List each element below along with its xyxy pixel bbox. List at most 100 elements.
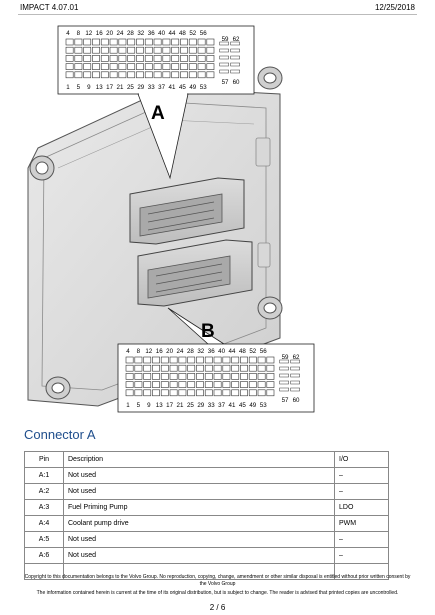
pin-cell	[188, 63, 197, 70]
pin-number-label: 37	[158, 84, 165, 91]
pin-cell	[178, 356, 187, 364]
cell-io: PWM	[334, 515, 389, 532]
pin-cell-small	[279, 359, 289, 364]
pin-number-label: 40	[158, 30, 165, 37]
pin-number-label: 9	[147, 402, 151, 409]
pin-cell	[197, 55, 206, 62]
pin-cell	[266, 356, 275, 364]
pin-cell	[204, 389, 213, 397]
cell-io: LDO	[334, 499, 389, 516]
pin-cell	[125, 356, 134, 364]
pin-cell	[65, 46, 74, 54]
cell-pin: A:1	[24, 467, 64, 484]
pin-cell	[213, 381, 222, 388]
pin-cell	[178, 373, 187, 380]
pin-cell	[196, 364, 204, 372]
pin-cell	[152, 389, 160, 397]
pin-cell	[187, 373, 196, 380]
pin-number-label: 52	[189, 30, 196, 37]
pin-cell	[162, 71, 171, 79]
distribution-notice: The information contained herein is curr…	[36, 590, 399, 596]
pin-cell	[248, 364, 257, 372]
pin-cell	[92, 55, 100, 62]
pin-cell-small	[279, 387, 289, 392]
pin-cell	[153, 63, 162, 70]
pin-number-label: 36	[208, 348, 215, 355]
pin-cell	[266, 381, 275, 388]
pin-cell	[240, 356, 248, 364]
pin-cell	[213, 389, 222, 397]
pin-cell	[109, 38, 118, 46]
pin-cell	[136, 55, 144, 62]
pin-cell	[100, 55, 109, 62]
pin-number-label: 24	[177, 348, 184, 355]
pin-cell	[188, 71, 197, 79]
pin-number-label: 59	[282, 354, 289, 361]
pin-number-label: 41	[169, 84, 176, 91]
pin-number-label: 13	[96, 84, 103, 91]
pin-cell	[169, 389, 178, 397]
pin-number-label: 45	[239, 402, 246, 409]
pin-cell	[160, 373, 169, 380]
pin-cell	[134, 389, 143, 397]
pin-cell	[222, 356, 231, 364]
pin-cell	[162, 46, 171, 54]
pin-number-label: 21	[117, 84, 124, 91]
pin-number-label: 29	[137, 84, 144, 91]
copyright-line-2: the Volvo Group	[199, 581, 236, 587]
pin-cell	[171, 38, 180, 46]
pin-cell	[134, 373, 143, 380]
pin-number-label: 60	[233, 79, 240, 86]
pin-cell	[127, 63, 136, 70]
cell-description: Not used	[63, 547, 335, 564]
pin-cell	[74, 46, 83, 54]
pin-number-label: 56	[260, 348, 267, 355]
table-row	[24, 563, 389, 580]
pin-number-label: 28	[127, 30, 134, 37]
pin-cell-small	[219, 48, 229, 53]
pin-cell	[222, 373, 231, 380]
cell-io: –	[334, 467, 389, 484]
pin-cell	[240, 389, 248, 397]
pin-number-label: 1	[126, 402, 130, 409]
pin-cell	[257, 389, 266, 397]
pin-number-label: 57	[282, 397, 289, 404]
pin-cell	[257, 364, 266, 372]
pin-cell	[171, 63, 180, 70]
pin-cell	[222, 364, 231, 372]
pin-number-label: 62	[233, 36, 240, 43]
connector-plug-b	[137, 239, 253, 307]
pin-cell	[136, 63, 144, 70]
cell-pin: A:2	[24, 483, 64, 500]
pin-number-label: 20	[166, 348, 173, 355]
pin-cell	[134, 364, 143, 372]
document-title: IMPACT 4.07.01	[20, 3, 79, 12]
pin-cell	[206, 38, 215, 46]
pin-cell-small	[219, 41, 229, 46]
pin-cell	[206, 46, 215, 54]
pin-cell-small	[219, 62, 229, 67]
pin-cell	[204, 373, 213, 380]
pin-cell-small	[230, 55, 240, 60]
pin-cell	[213, 356, 222, 364]
pin-cell	[65, 63, 74, 70]
cell-pin: A:5	[24, 531, 64, 548]
pin-number-label: 21	[177, 402, 184, 409]
pin-cell	[118, 46, 127, 54]
document-date: 12/25/2018	[374, 3, 415, 12]
cell-io	[334, 563, 389, 580]
pin-cell	[92, 38, 100, 46]
pin-number-label: 40	[218, 348, 225, 355]
pin-cell	[180, 55, 188, 62]
pin-number-label: 5	[77, 84, 81, 91]
pin-cell	[257, 373, 266, 380]
pin-cell	[160, 389, 169, 397]
pin-cell-small	[219, 55, 229, 60]
pin-number-label: 44	[229, 348, 236, 355]
pin-number-label: 24	[117, 30, 124, 37]
pin-cell	[143, 373, 152, 380]
pin-number-label: 16	[96, 30, 103, 37]
